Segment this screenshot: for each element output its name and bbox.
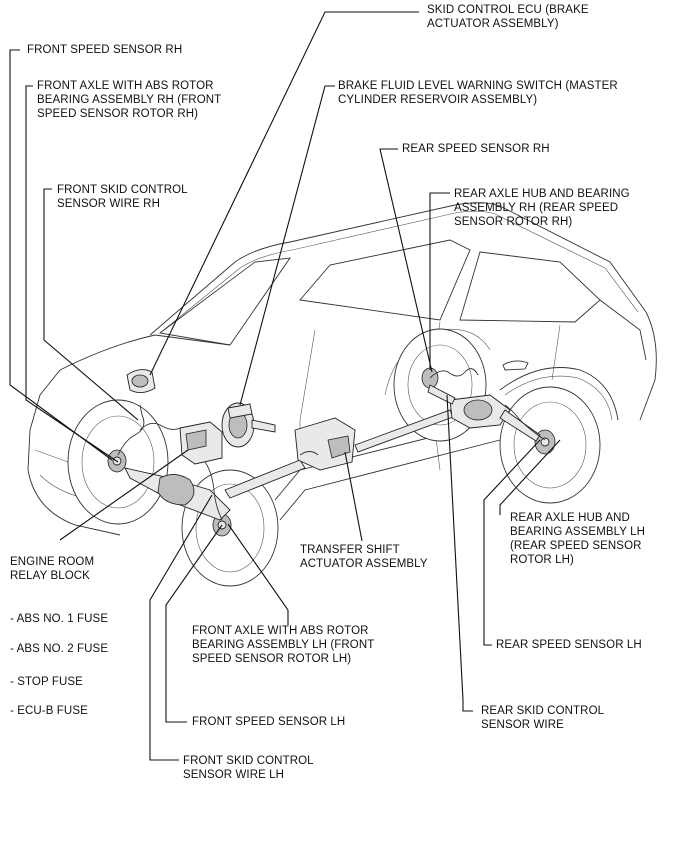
label-engine-room-relay-block: ENGINE ROOM RELAY BLOCK	[10, 556, 95, 582]
label-fuse-stop: - STOP FUSE	[10, 676, 83, 688]
leader-lines	[9, 11, 561, 761]
label-rear-axle-hub-rh: REAR AXLE HUB AND BEARING ASSEMBLY RH (R…	[454, 188, 630, 228]
label-rear-speed-sensor-rh: REAR SPEED SENSOR RH	[402, 143, 550, 155]
label-fuse-abs-no2: - ABS NO. 2 FUSE	[10, 643, 109, 655]
label-skid-control-ecu: SKID CONTROL ECU (BRAKE ACTUATOR ASSEMBL…	[427, 4, 589, 30]
label-rear-skid-control-wire: REAR SKID CONTROL SENSOR WIRE	[481, 705, 605, 731]
sensor-wires	[117, 368, 546, 521]
label-front-speed-sensor-rh: FRONT SPEED SENSOR RH	[27, 44, 183, 56]
drivetrain	[124, 384, 541, 521]
rear-lh-wheel	[499, 386, 601, 504]
label-brake-fluid-switch: BRAKE FLUID LEVEL WARNING SWITCH (MASTER…	[338, 80, 618, 106]
label-fuse-ecu-b: - ECU-B FUSE	[10, 705, 88, 717]
label-rear-axle-hub-lh: REAR AXLE HUB AND BEARING ASSEMBLY LH (R…	[510, 512, 646, 566]
label-front-axle-lh: FRONT AXLE WITH ABS ROTOR BEARING ASSEMB…	[192, 625, 375, 665]
label-front-skid-wire-lh: FRONT SKID CONTROL SENSOR WIRE LH	[183, 755, 314, 781]
label-front-speed-sensor-lh: FRONT SPEED SENSOR LH	[192, 716, 346, 728]
label-front-axle-rh: FRONT AXLE WITH ABS ROTOR BEARING ASSEMB…	[37, 80, 222, 120]
label-fuse-abs-no1: - ABS NO. 1 FUSE	[10, 613, 109, 625]
label-transfer-shift-actuator: TRANSFER SHIFT ACTUATOR ASSEMBLY	[300, 544, 428, 570]
label-rear-speed-sensor-lh: REAR SPEED SENSOR LH	[496, 639, 642, 651]
label-front-skid-wire-rh: FRONT SKID CONTROL SENSOR WIRE RH	[57, 184, 188, 210]
brake-components	[126, 369, 276, 465]
